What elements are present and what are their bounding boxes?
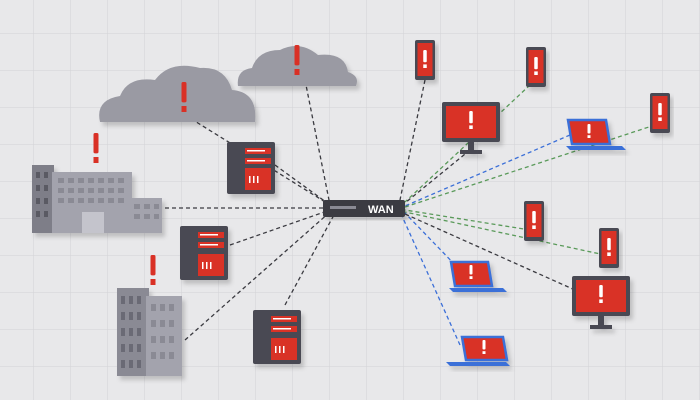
server-rack-icon bbox=[180, 226, 228, 280]
alert-icon-dot bbox=[482, 351, 486, 354]
alert-icon-dot bbox=[93, 157, 99, 163]
alert-icon-dot bbox=[658, 117, 662, 121]
link-building-bottom bbox=[184, 211, 331, 341]
alert-icon-dot bbox=[469, 276, 473, 279]
link-server-3 bbox=[284, 212, 336, 306]
alert-icon-dot bbox=[150, 279, 156, 285]
alert-icon bbox=[469, 111, 473, 124]
network-switch-icon: WAN bbox=[323, 200, 405, 217]
alert-icon bbox=[469, 265, 473, 275]
cloud-icon bbox=[99, 65, 256, 122]
link-laptop-mid bbox=[404, 212, 461, 271]
alert-icon bbox=[599, 285, 603, 298]
alert-icon-dot bbox=[181, 106, 187, 112]
link-phone-top-right bbox=[404, 84, 531, 203]
cloud-icon bbox=[237, 46, 357, 86]
link-phone-mid-right bbox=[404, 211, 606, 256]
link-server-2 bbox=[229, 209, 331, 246]
server-rack-icon bbox=[227, 142, 275, 194]
server-rack-icon bbox=[253, 310, 301, 364]
alert-icon-dot bbox=[423, 64, 427, 68]
link-phone-mid bbox=[404, 209, 531, 231]
alert-marks bbox=[93, 45, 662, 354]
alert-icon-dot bbox=[587, 135, 591, 138]
alert-icon-dot bbox=[599, 299, 603, 303]
alert-icon bbox=[150, 255, 156, 276]
alert-icon bbox=[181, 82, 187, 103]
alert-icon bbox=[93, 133, 99, 154]
alert-icon bbox=[532, 211, 536, 224]
alert-icon bbox=[423, 50, 427, 63]
alert-icon-dot bbox=[469, 125, 473, 129]
link-laptop-bottom bbox=[401, 215, 461, 346]
alert-icon bbox=[482, 340, 486, 350]
alert-icon bbox=[294, 45, 300, 66]
alert-icon-dot bbox=[532, 225, 536, 229]
link-phone-right bbox=[404, 124, 656, 208]
alert-icon bbox=[587, 124, 591, 134]
link-cloud-right bbox=[304, 79, 331, 206]
alert-icon-dot bbox=[294, 69, 300, 75]
alert-icon bbox=[534, 57, 538, 70]
alert-icon-dot bbox=[607, 252, 611, 256]
building-icon bbox=[117, 288, 182, 376]
hub-label: WAN bbox=[368, 204, 394, 216]
alert-icon-dot bbox=[534, 71, 538, 75]
link-laptop-top bbox=[404, 134, 571, 207]
link-server-1 bbox=[274, 164, 331, 206]
link-monitor-bottom bbox=[404, 213, 576, 291]
building-icon bbox=[32, 165, 162, 233]
alert-icon bbox=[607, 238, 611, 251]
connection-links bbox=[165, 79, 656, 346]
alert-icon bbox=[658, 103, 662, 116]
